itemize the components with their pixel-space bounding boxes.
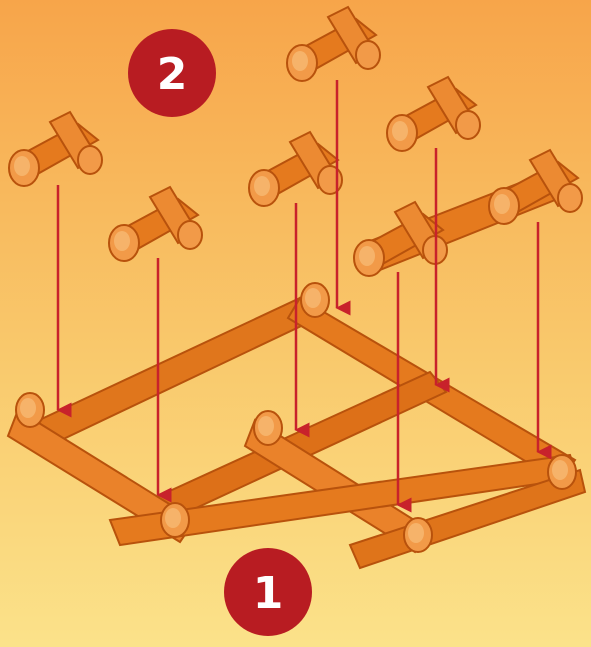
step-badge-2: 2: [128, 29, 216, 117]
log-end: [15, 392, 45, 428]
base-frame: [6, 282, 587, 570]
log-end: [403, 517, 433, 553]
log-end: [300, 282, 330, 318]
log-end: [160, 502, 190, 538]
badge-circle: [128, 29, 216, 117]
top-pieces: [8, 6, 583, 277]
base-log-front-left: [6, 408, 197, 544]
step-number: 1: [253, 568, 284, 619]
log-end: [253, 410, 283, 446]
step-number: 2: [157, 49, 188, 100]
step-badge-1: 1: [224, 548, 312, 636]
assembly-arrows: [56, 80, 552, 513]
badge-circle: [224, 548, 312, 636]
log-end: [547, 454, 577, 490]
